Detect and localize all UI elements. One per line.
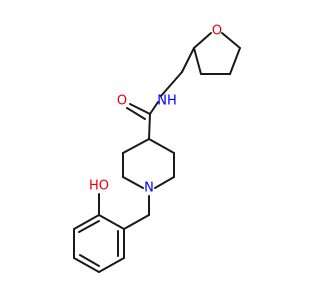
structure-svg: O NH O N HO bbox=[73, 24, 241, 273]
atom-label-carbonyl-oxygen: O bbox=[117, 94, 127, 109]
linker-chain bbox=[160, 47, 195, 97]
bond bbox=[129, 103, 151, 115]
bond bbox=[148, 138, 175, 154]
bond bbox=[79, 254, 100, 267]
bond bbox=[73, 257, 100, 273]
molecule-diagram: O NH O N HO bbox=[73, 24, 241, 273]
bond bbox=[160, 71, 183, 97]
bond bbox=[149, 101, 159, 115]
bond bbox=[126, 107, 146, 120]
bond bbox=[154, 176, 175, 189]
benzyl-linker bbox=[123, 195, 150, 230]
atom-label-ring-oxygen: O bbox=[212, 24, 222, 39]
bond bbox=[73, 214, 100, 230]
benzene-ring bbox=[73, 214, 125, 273]
bond bbox=[98, 214, 125, 230]
bond bbox=[181, 47, 195, 73]
atom-label-hydroxyl: HO bbox=[89, 179, 109, 194]
bond bbox=[122, 138, 150, 154]
bond bbox=[193, 32, 212, 49]
amide-group bbox=[126, 101, 159, 140]
bond bbox=[229, 47, 241, 75]
atom-label-piperidine-nitrogen: N bbox=[144, 181, 154, 196]
bond bbox=[98, 257, 125, 273]
bond bbox=[78, 220, 100, 233]
bond bbox=[122, 176, 144, 189]
bond bbox=[221, 32, 241, 49]
bond bbox=[148, 113, 151, 140]
piperidine-ring bbox=[122, 138, 175, 189]
atom-label-amide-nitrogen: NH bbox=[157, 94, 177, 109]
bond bbox=[193, 47, 202, 75]
tetrahydrofuran-ring bbox=[193, 32, 241, 75]
bond bbox=[123, 214, 150, 230]
